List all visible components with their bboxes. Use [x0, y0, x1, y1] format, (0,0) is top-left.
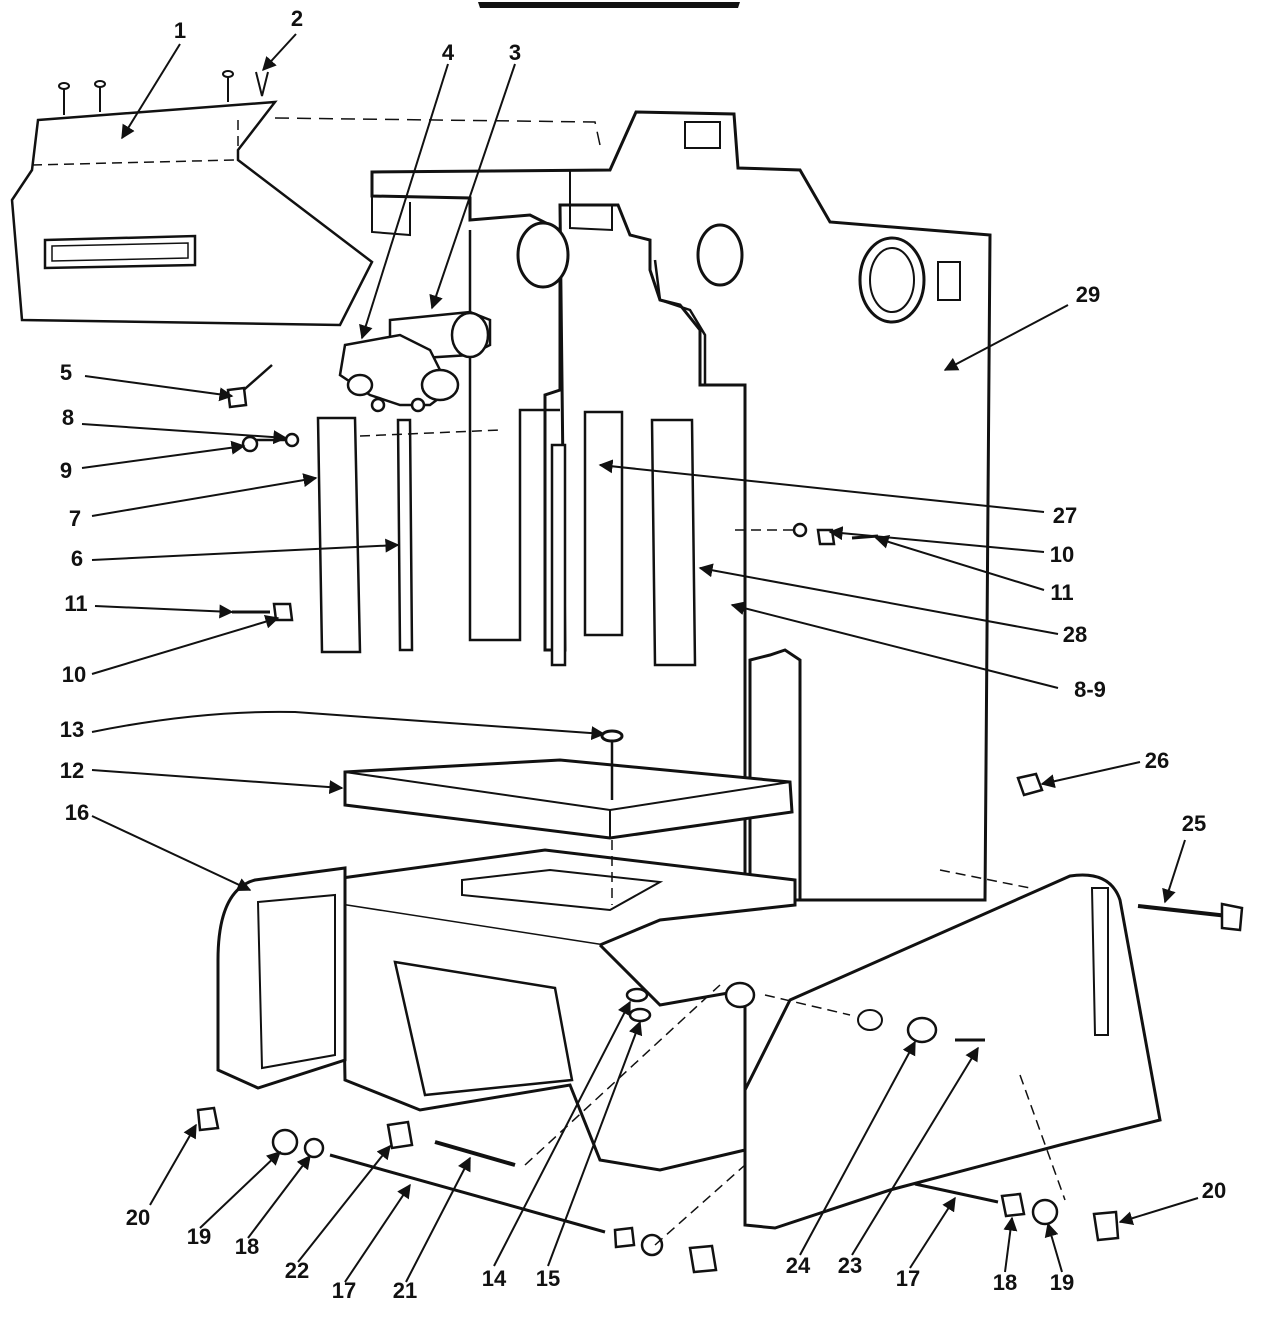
callout-5: 5	[60, 360, 72, 385]
callout-28: 28	[1063, 622, 1087, 647]
callout-11: 11	[64, 591, 87, 616]
leader-19-right	[1044, 1222, 1063, 1273]
leader-24	[799, 1040, 916, 1256]
callout-26: 26	[1145, 748, 1169, 773]
slide-plates	[550, 410, 624, 667]
leader-20-left	[149, 1123, 197, 1206]
callout-24: 24	[786, 1253, 811, 1278]
callout-19: 19	[187, 1224, 211, 1249]
callout-16: 16	[65, 800, 89, 825]
leader-6	[91, 538, 400, 561]
leader-13	[91, 710, 606, 741]
leader-8	[81, 423, 288, 445]
leader-21	[405, 1156, 471, 1283]
cover-screws	[58, 70, 269, 115]
top-fragment	[478, 2, 740, 8]
right-leg	[743, 873, 1162, 1230]
callout-3: 3	[509, 40, 521, 65]
leader-17-left	[344, 1183, 411, 1283]
press-frame	[370, 110, 992, 902]
callout-18: 18	[235, 1234, 259, 1259]
callout-8: 8	[62, 405, 74, 430]
callout-12: 12	[60, 758, 84, 783]
leader-8-9	[730, 601, 1059, 689]
callout-17-right: 17	[896, 1266, 920, 1291]
callout-21: 21	[393, 1278, 417, 1303]
leader-17-right	[909, 1196, 956, 1269]
callout-29: 29	[1076, 282, 1100, 307]
leader-1	[121, 43, 181, 140]
leader-25	[1162, 839, 1186, 904]
callout-25: 25	[1182, 811, 1206, 836]
callout-9: 9	[60, 458, 72, 483]
leader-9	[81, 440, 246, 469]
callout-8-9: 8-9	[1074, 677, 1106, 702]
callout-labels: 1 2 4 3 29 5 8 9 7 6 11 10 27 10 11 28 8…	[60, 6, 1226, 1303]
belt-cover	[10, 100, 601, 327]
leader-4	[359, 63, 449, 340]
leader-22	[297, 1144, 391, 1263]
leader-10-left	[91, 614, 280, 675]
hardware	[196, 364, 1244, 1274]
leader-2	[262, 33, 297, 72]
callout-18-right: 18	[993, 1270, 1017, 1295]
callout-2: 2	[291, 6, 303, 31]
callout-20-right: 20	[1202, 1178, 1226, 1203]
press-base	[340, 848, 797, 1172]
leader-lines	[81, 33, 1199, 1283]
leader-28	[698, 563, 1059, 635]
callout-11-right: 11	[1050, 580, 1073, 605]
leader-14	[493, 1000, 631, 1267]
callout-1: 1	[174, 18, 186, 43]
leader-7	[91, 473, 318, 517]
leader-16	[91, 815, 252, 891]
callout-10-right: 10	[1050, 542, 1074, 567]
right-gib	[650, 418, 697, 667]
leader-11-left	[94, 604, 234, 619]
callout-14: 14	[482, 1266, 507, 1291]
leader-23	[851, 1046, 979, 1256]
bolster-plate	[343, 729, 794, 840]
callout-13: 13	[60, 717, 84, 742]
alignment-lines	[359, 429, 1066, 1246]
callout-4: 4	[442, 40, 455, 65]
callout-15: 15	[536, 1266, 560, 1291]
leader-10-right	[828, 526, 1045, 553]
leader-15	[547, 1020, 643, 1267]
bearing-caps	[338, 310, 492, 413]
leader-20-right	[1118, 1197, 1199, 1225]
callout-20: 20	[126, 1205, 150, 1230]
callout-22: 22	[285, 1258, 309, 1283]
callout-19-right: 19	[1050, 1270, 1074, 1295]
leader-12	[91, 769, 344, 795]
left-gib	[316, 416, 414, 654]
leader-19-left	[199, 1151, 282, 1229]
left-leg	[216, 866, 347, 1090]
leader-18-right	[1003, 1216, 1018, 1273]
leader-18-left	[247, 1154, 311, 1239]
leader-5	[84, 375, 234, 402]
leader-3	[429, 63, 516, 310]
callout-7: 7	[69, 506, 81, 531]
callout-27: 27	[1053, 503, 1077, 528]
leader-29	[943, 304, 1069, 371]
leader-26	[1040, 761, 1141, 789]
leader-11-right	[874, 535, 1045, 591]
callout-17: 17	[332, 1278, 356, 1303]
callout-23: 23	[838, 1253, 862, 1278]
callout-10: 10	[62, 662, 86, 687]
leader-27	[598, 459, 1045, 513]
callout-6: 6	[71, 546, 83, 571]
